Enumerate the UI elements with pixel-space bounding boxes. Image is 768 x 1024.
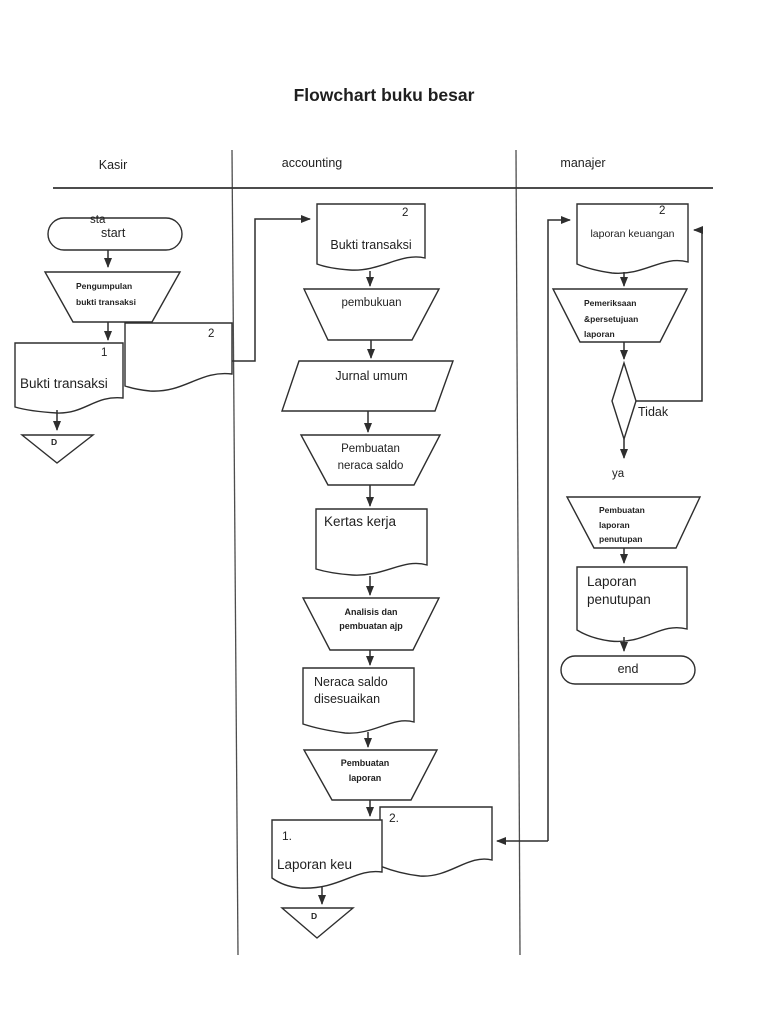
pengumpulan-label: Pengumpulan bukti transaksi [76, 281, 136, 308]
jurnal-umum-label: Jurnal umum [335, 369, 408, 383]
document-laporan-keu-copy1 [271, 819, 383, 889]
lane-label-manajer: manajer [560, 156, 606, 170]
kasir-storage-label: D [51, 437, 58, 447]
manajer-doc-number: 2 [659, 205, 666, 217]
io-jurnal-umum [281, 360, 454, 412]
manual-op-pembuatan-laporan [302, 749, 439, 801]
manual-op-pengumpulan [43, 271, 182, 323]
lane-label-accounting: accounting [281, 156, 343, 170]
accounting-doc-top-number: 2 [402, 207, 409, 219]
document-bukti-transaksi-copy2 [124, 322, 233, 392]
pemeriksaan-label: Pemeriksaan &persetujuan laporan [584, 298, 639, 340]
pembuatan-laporan-penutupan-label: Pembuatan laporan penutupan [599, 505, 645, 545]
accounting-doc-top-label: Bukti transaksi [330, 238, 412, 252]
kasir-doc2-number: 2 [208, 328, 215, 340]
page-title: Flowchart buku besar [293, 85, 475, 105]
offline-storage-kasir [20, 434, 96, 464]
start-overlay-text: sta [90, 214, 106, 226]
decision-yes-label: ya [612, 468, 625, 480]
document-laporan-penutupan [576, 566, 688, 643]
accounting-doc1-label: Laporan keu [277, 857, 353, 872]
manual-op-analisis-ajp [301, 597, 441, 651]
document-bukti-transaksi-accounting [316, 203, 426, 271]
accounting-doc1-number: 1. [282, 829, 293, 843]
end-terminator [560, 655, 696, 685]
connector-decision-tidak-loop [636, 226, 703, 402]
end-label: end [617, 662, 639, 676]
pembukuan-label: pembukuan [341, 297, 402, 309]
document-kertas-kerja [315, 508, 428, 576]
analisis-ajp-label: Analisis dan pembuatan ajp [339, 607, 403, 632]
connector-kasir-doc2-to-accounting [232, 215, 311, 362]
start-terminator [47, 217, 183, 251]
laporan-penutupan-label: Laporan penutupan [587, 574, 651, 608]
document-laporan-keu-copy2 [379, 806, 493, 877]
document-laporan-keuangan [576, 203, 689, 274]
manual-op-pembukuan [302, 288, 441, 341]
pembuatan-neraca-saldo-label: Pembuatan neraca saldo [337, 443, 404, 473]
offline-storage-accounting [280, 907, 355, 939]
decision-no-label: Tidak [638, 405, 669, 419]
document-neraca-saldo-disesuaikan [302, 667, 415, 734]
lane-label-kasir: Kasir [98, 158, 128, 172]
lane-separator-right [515, 149, 521, 956]
kertas-kerja-label: Kertas kerja [324, 514, 397, 529]
manual-op-laporan-penutupan [565, 496, 702, 549]
connector-up-to-laporan-keuangan [547, 216, 571, 841]
decision-diamond [611, 360, 637, 442]
accounting-doc2-number: 2. [389, 811, 400, 825]
lane-separator-left [231, 149, 239, 956]
accounting-storage-label: D [311, 911, 318, 921]
start-label: start [101, 226, 126, 240]
kasir-doc1-label: Bukti transaksi [20, 376, 108, 391]
laporan-keuangan-label: laporan keuangan [590, 228, 675, 240]
pembuatan-laporan-label: Pembuatan laporan [340, 758, 390, 783]
manual-op-pemeriksaan [551, 288, 689, 343]
neraca-saldo-disesuaikan-label: Neraca saldo disesuaikan [314, 675, 388, 707]
manual-op-pembuatan-neraca-saldo [299, 434, 442, 486]
kasir-doc1-number: 1 [101, 347, 108, 359]
